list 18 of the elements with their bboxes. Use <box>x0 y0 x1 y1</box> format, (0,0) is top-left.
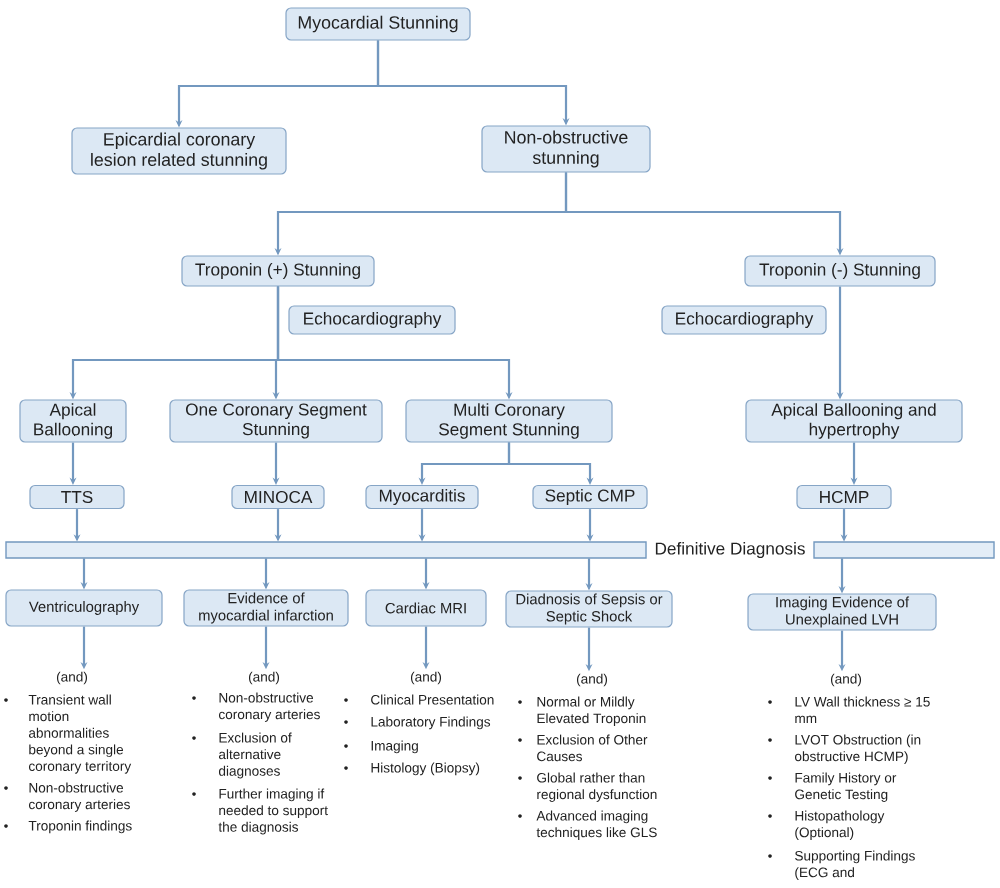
flowchart-box: Epicardial coronary lesion related stunning <box>71 127 287 175</box>
flowchart-box: MINOCA <box>231 484 325 510</box>
flowchart-box: One Coronary Segment Stunning <box>169 399 383 443</box>
flowchart-box: Troponin (+) Stunning <box>181 255 375 287</box>
flowchart-box: Troponin (-) Stunning <box>744 255 936 287</box>
flowchart-box: Myocarditis <box>365 484 479 510</box>
flowchart-box: TTS <box>29 484 125 510</box>
arrow <box>507 442 594 485</box>
node-label: Definitive Diagnosis <box>655 542 805 559</box>
flowchart-box: Apical Ballooning <box>19 399 127 443</box>
annotation-box: Echocardiography <box>661 305 827 335</box>
flowchart-box: HCMP <box>796 484 892 510</box>
flowchart-box: Myocardial Stunning <box>285 7 471 41</box>
flowchart-box: Septic CMP <box>532 484 648 510</box>
flowchart-box: Non-obstructive stunning <box>481 125 651 173</box>
annotation-box: Echocardiography <box>288 305 456 335</box>
flowchart-box: Multi Coronary Segment Stunning <box>405 399 613 443</box>
flowchart-box: Apical Ballooning and hypertrophy <box>745 399 963 443</box>
